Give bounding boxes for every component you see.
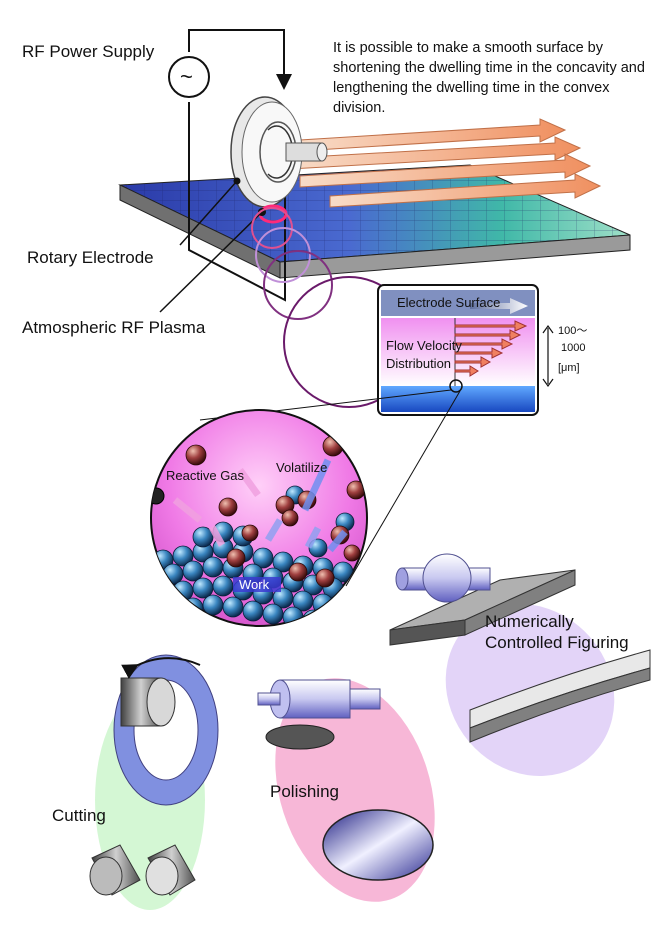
gap-range-label-1: 100～ xyxy=(558,325,588,337)
cutting-illustration xyxy=(89,654,219,910)
nc-figuring-illustration xyxy=(389,553,651,777)
reactive-gas-label: Reactive Gas xyxy=(166,468,245,483)
gap-range-label-2: 1000 xyxy=(561,342,586,354)
atmospheric-plasma-label: Atmospheric RF Plasma xyxy=(22,318,206,337)
scan-path-arrows xyxy=(289,118,602,208)
gap-unit-label: [μm] xyxy=(558,362,580,374)
caption-text: It is possible to make a smooth surface … xyxy=(333,40,645,116)
flow-velocity-label-2: Distribution xyxy=(386,356,452,371)
rf-power-supply-label: RF Power Supply xyxy=(22,42,155,61)
flow-velocity-label-1: Flow Velocity xyxy=(386,338,462,353)
volatilize-label: Volatilize xyxy=(276,460,328,475)
polishing-label: Polishing xyxy=(270,782,339,801)
rf-power-supply-symbol xyxy=(168,56,210,98)
electrode-surface-label: Electrode Surface xyxy=(397,295,501,310)
work-label: Work xyxy=(239,577,270,592)
ac-symbol: ~ xyxy=(180,64,193,89)
rf-circuit xyxy=(188,29,292,302)
flow-inset xyxy=(377,284,554,416)
nc-figuring-label-1: Numerically xyxy=(485,612,574,631)
cutting-label: Cutting xyxy=(52,806,106,825)
magnified-reaction xyxy=(150,409,368,627)
nc-figuring-label-2: Controlled Figuring xyxy=(485,633,629,652)
leader-lines xyxy=(159,180,263,313)
polishing-illustration xyxy=(257,678,435,902)
rotary-electrode-label: Rotary Electrode xyxy=(27,248,154,267)
